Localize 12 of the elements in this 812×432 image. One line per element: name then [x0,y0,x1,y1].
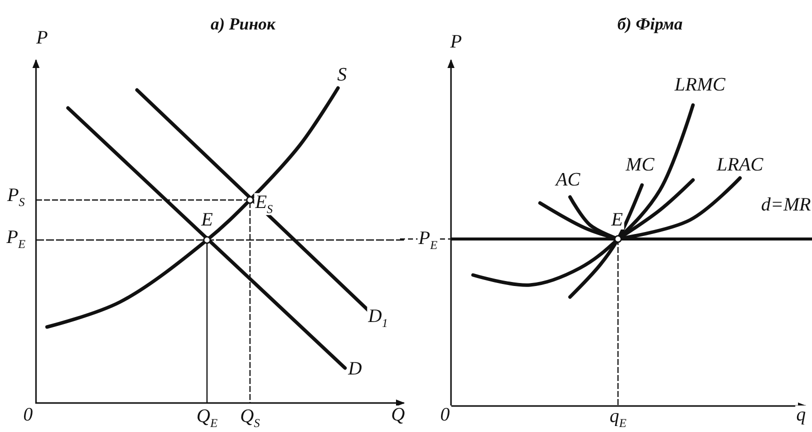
price-label: P$_{E}$ [6,228,26,250]
curve-label: D$_{1}$ [367,307,389,329]
price-label: P$_{E}$ [418,229,438,251]
panel-title: б) Фірма [616,16,684,32]
axis-label: Q [390,406,406,424]
panel-title: а) Ринок [210,16,276,32]
price-label: P$_{S}$ [6,186,26,208]
point-label: E$_{S}$ [254,193,274,215]
quantity-label: Q$_{E}$ [195,407,219,429]
quantity-label: Q$_{S}$ [239,407,261,429]
point-label: E [610,210,624,230]
axis-label: q [795,406,807,424]
